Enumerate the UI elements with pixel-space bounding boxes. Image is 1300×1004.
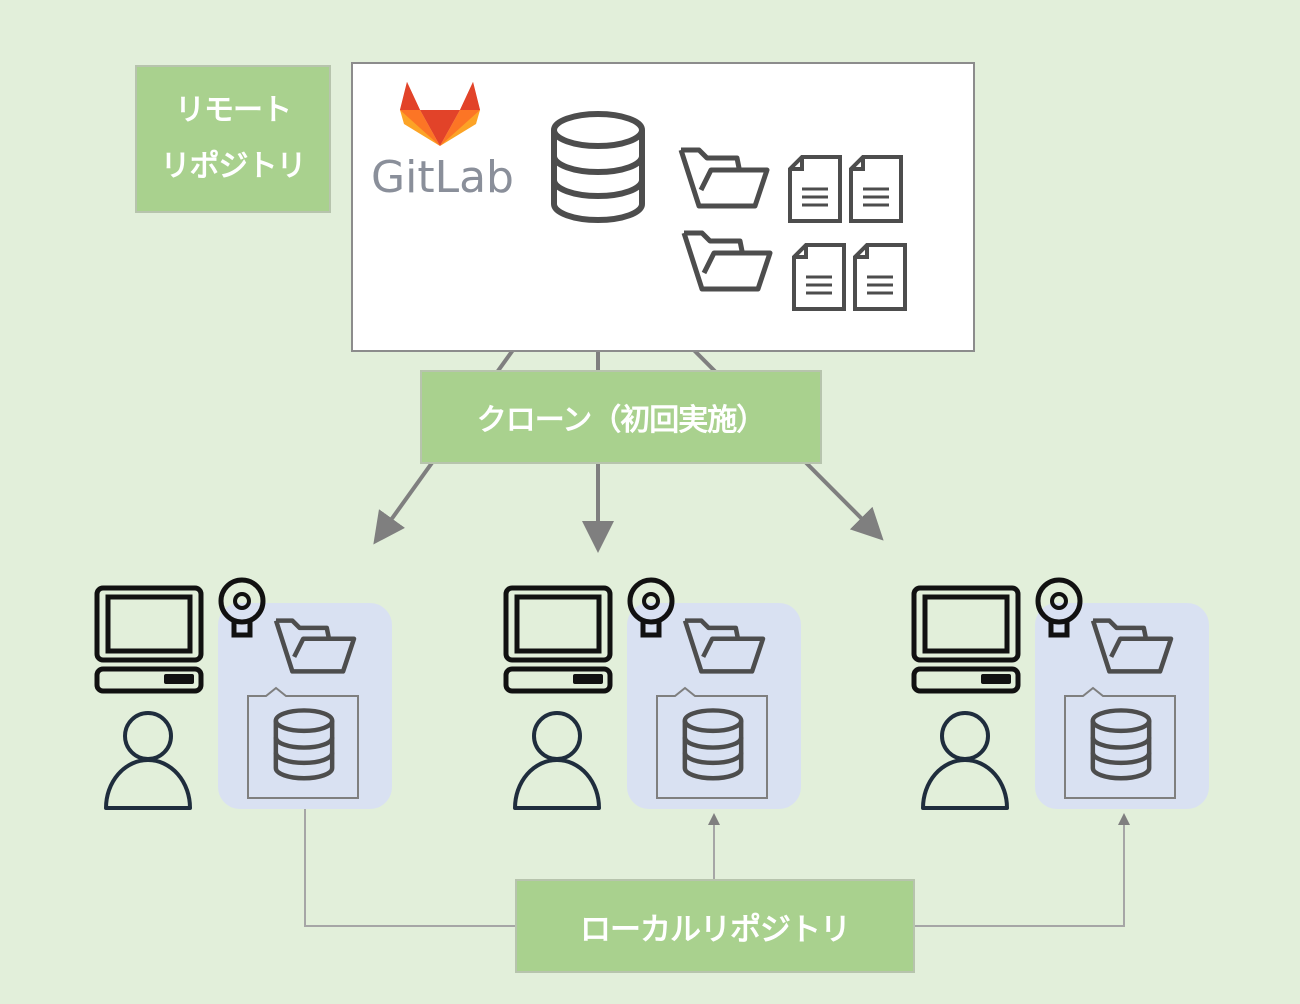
clone-label: クローン（初回実施）	[420, 370, 822, 464]
local-connector-left	[299, 787, 515, 927]
folder-icon	[1090, 618, 1174, 674]
repository-frame	[247, 686, 359, 799]
local-repository-label: ローカルリポジトリ	[515, 879, 915, 973]
document-icon	[792, 243, 846, 311]
database-icon	[1090, 708, 1152, 781]
webcam-icon	[627, 577, 675, 638]
remote-label-line1: リモート	[175, 93, 292, 128]
computer-icon	[911, 585, 1021, 694]
database-icon	[682, 708, 744, 781]
folder-icon	[273, 618, 357, 674]
webcam-icon	[1035, 577, 1083, 638]
webcam-icon	[218, 577, 266, 638]
gitlab-server: GitLab	[351, 62, 975, 352]
remote-label-line2: リポジトリ	[160, 149, 307, 184]
remote-repository-label: リモート リポジトリ	[135, 65, 331, 213]
database-icon	[551, 111, 645, 223]
repository-frame	[1064, 686, 1176, 799]
computer-icon	[503, 585, 613, 694]
gitlab-logo-icon	[400, 82, 480, 146]
folder-icon	[681, 230, 773, 292]
computer-icon	[94, 585, 204, 694]
document-icon	[788, 155, 842, 223]
user-icon	[921, 711, 1009, 810]
folder-icon	[682, 618, 766, 674]
user-icon	[104, 711, 192, 810]
user-icon	[513, 711, 601, 810]
repository-frame	[656, 686, 768, 799]
document-icon	[853, 243, 907, 311]
document-icon	[849, 155, 903, 223]
local-connector-right	[915, 813, 1130, 927]
folder-icon	[678, 147, 770, 209]
database-icon	[273, 708, 335, 781]
gitlab-wordmark: GitLab	[371, 152, 514, 203]
